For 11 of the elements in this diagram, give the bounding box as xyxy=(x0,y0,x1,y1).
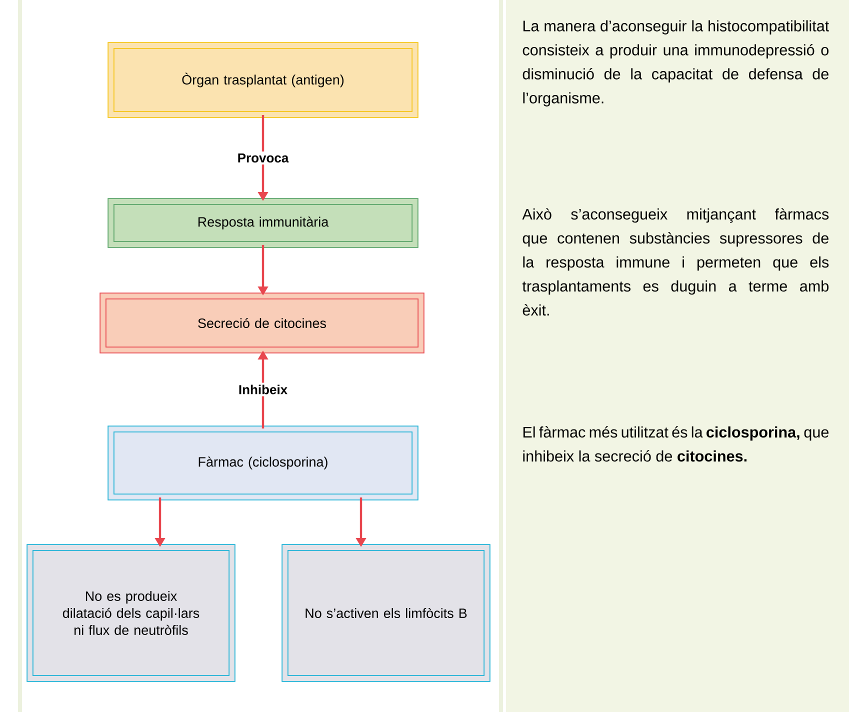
process-box: Fàrmac (ciclosporina) xyxy=(108,426,418,500)
text-paragraph: El fàrmac més utilitzat és la ciclosporina, que inhibeix la secreció de citocines. xyxy=(523,426,828,462)
text-paragraph: La manera d’aconseguir la histocompatibilitat consisteix a produir una immunodepressió o disminució de la capacitat de defensa de l’organisme. xyxy=(522,20,830,106)
process-box: Resposta immunitària xyxy=(108,198,418,248)
process-box: Secreció de citocines xyxy=(100,292,424,354)
process-box: Òrgan trasplantat (antigen) xyxy=(108,42,418,118)
process-box: No es produeix dilatació dels capil·lars ni flux de neutròfils xyxy=(26,544,236,682)
edge-label: Inhibeix xyxy=(236,382,290,396)
process-box: No s’activen els limfòcits B xyxy=(282,544,490,682)
text-paragraph: Això s’aconsegueix mitjançant fàrmacs que contenen substàncies supressores de la resposta immune i permeten que els trasplantaments es duguin a terme amb èxit. xyxy=(522,208,829,316)
edge-label: Provoca xyxy=(235,151,291,165)
